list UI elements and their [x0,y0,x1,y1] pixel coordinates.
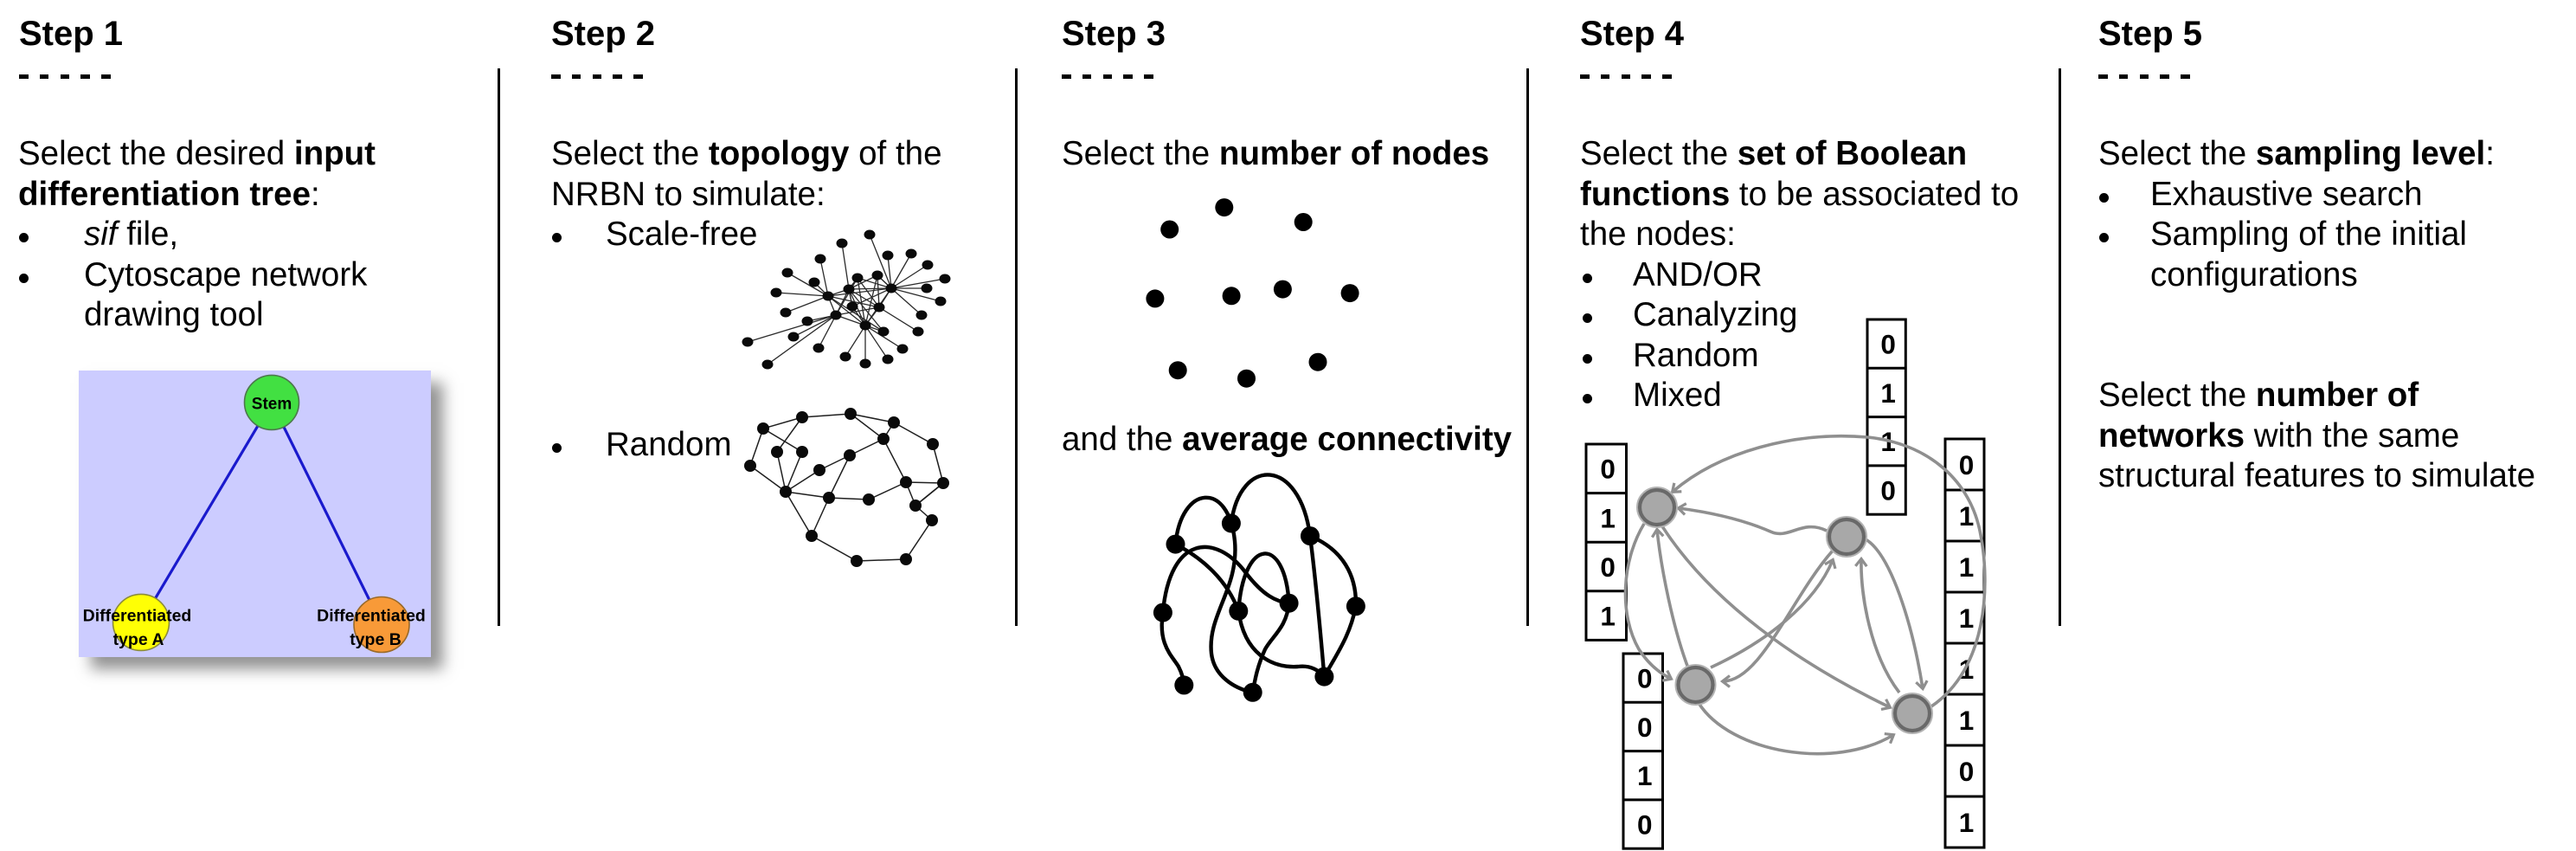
svg-text:1: 1 [1600,502,1616,533]
svg-text:1: 1 [1637,760,1653,791]
svg-text:1: 1 [1958,705,1974,736]
svg-text:Differentiated: Differentiated [317,606,426,625]
svg-text:0: 0 [1880,329,1896,360]
svg-text:0: 0 [1958,756,1974,787]
svg-text:0: 0 [1880,474,1896,506]
svg-text:type A: type A [113,629,164,648]
svg-text:0: 0 [1600,551,1616,582]
svg-text:1: 1 [1958,551,1974,583]
svg-text:0: 0 [1637,663,1653,694]
svg-text:0: 0 [1958,449,1974,480]
svg-text:1: 1 [1880,377,1896,409]
svg-text:0: 0 [1600,453,1616,484]
svg-text:Stem: Stem [252,395,292,413]
svg-text:1: 1 [1600,600,1616,631]
svg-text:1: 1 [1958,500,1974,532]
svg-text:0: 0 [1637,712,1653,743]
svg-text:0: 0 [1637,809,1653,840]
svg-text:type B: type B [350,629,401,648]
svg-text:1: 1 [1958,603,1974,634]
svg-text:Differentiated: Differentiated [83,606,192,625]
svg-text:1: 1 [1958,807,1974,838]
